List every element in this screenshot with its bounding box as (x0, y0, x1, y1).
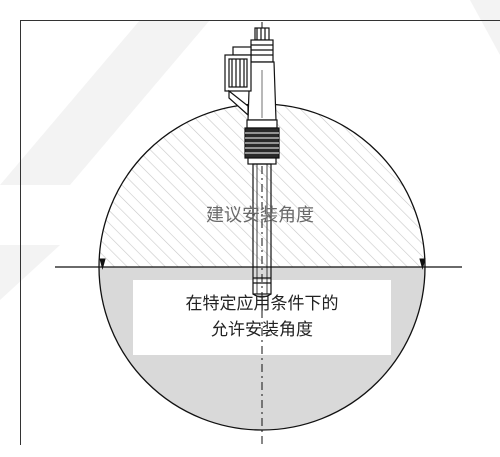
sensor-probe-drawing (224, 27, 280, 298)
recommended-angle-label: 建议安装角度 (206, 205, 314, 226)
allowed-angle-label: 在特定应用条件下的 允许安装角度 (137, 291, 387, 343)
allowed-angle-label-line2: 允许安装角度 (211, 320, 313, 340)
allowed-angle-label-line1: 在特定应用条件下的 (185, 294, 339, 314)
left-arrow-icon (99, 258, 106, 270)
right-arrow-icon (419, 258, 426, 270)
watermark (0, 0, 500, 300)
